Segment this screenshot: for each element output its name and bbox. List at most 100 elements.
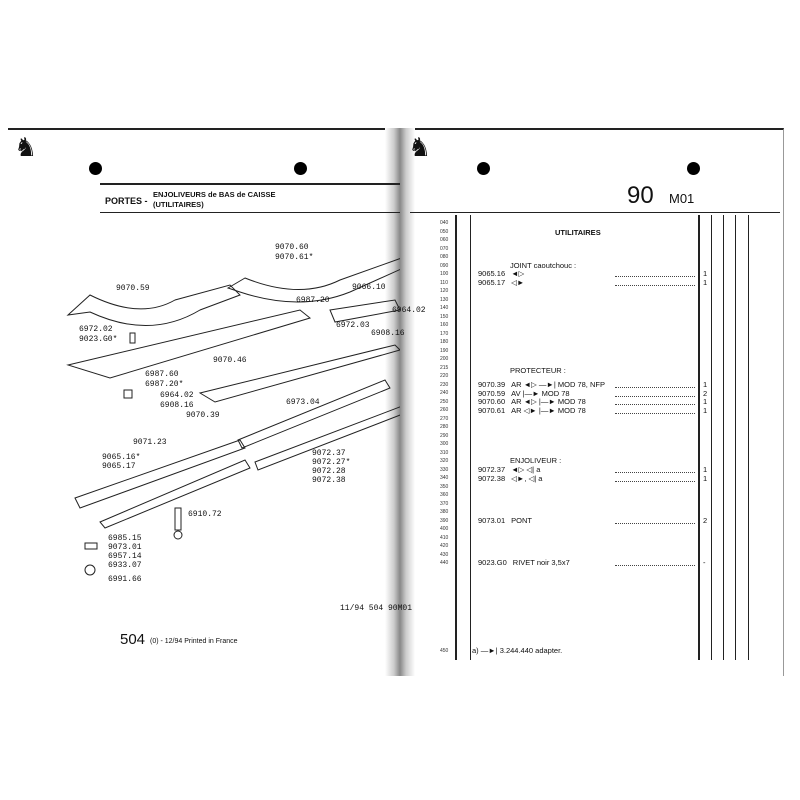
part-label: 9072.28 — [312, 467, 346, 476]
part-ref: 9070.39 — [478, 380, 506, 389]
part-ref: 9070.59 — [478, 389, 506, 398]
footnote: a) —►| 3.244.440 adapter. — [472, 646, 563, 655]
part-description: AR ◄▷ —►| MOD 78, NFP — [511, 380, 605, 389]
part-row: 9065.16◄▷ — [478, 269, 524, 278]
part-quantity: 1 — [703, 269, 708, 278]
header-rule — [100, 183, 400, 185]
line-number: 280 — [440, 424, 449, 430]
part-ref: 9073.01 — [478, 516, 506, 525]
line-number: 410 — [440, 534, 449, 541]
part-label: 6910.72 — [188, 510, 222, 519]
line-number: 440 — [440, 560, 449, 566]
line-number: 200 — [440, 356, 449, 362]
line-number: 380 — [440, 509, 449, 515]
line-number: 100 — [440, 271, 449, 277]
part-label: 6987.20* — [145, 380, 184, 389]
part-quantity: 1 — [703, 278, 708, 287]
part-ref: 9070.60 — [478, 397, 506, 406]
part-label: 6957.14 — [108, 552, 142, 561]
sill-trim-rear-lower — [254, 406, 400, 471]
column-divider — [748, 215, 749, 660]
line-number: 190 — [440, 347, 449, 354]
line-number: 290 — [440, 432, 449, 439]
right-page — [400, 128, 784, 676]
part-label: 9072.38 — [312, 476, 346, 485]
header-rule — [100, 212, 400, 213]
part-label: 6964.02 — [160, 391, 194, 400]
line-number: 150 — [440, 313, 449, 320]
bracket — [329, 299, 400, 323]
heading-protecteur: PROTECTEUR : — [510, 366, 566, 375]
line-number: 070 — [440, 245, 449, 252]
line-number: 220 — [440, 373, 449, 379]
line-number: 430 — [440, 551, 449, 558]
part-label: 6908.16 — [371, 329, 405, 338]
part-quantity: 1 — [703, 465, 708, 474]
part-label: 6987.20 — [296, 296, 330, 305]
sill-trim-long — [74, 439, 246, 509]
part-description: ◁►, ◁| a — [511, 474, 543, 483]
line-number: 180 — [440, 339, 449, 345]
part-label: 9072.27* — [312, 458, 351, 467]
heading-joint: JOINT caoutchouc : — [510, 261, 577, 270]
line-number: 450 — [440, 648, 449, 654]
part-label: 9071.23 — [133, 438, 167, 447]
part-description: PONT — [511, 516, 532, 525]
peugeot-lion-logo: ♞ — [14, 132, 38, 162]
part-label: 6964.02 — [392, 306, 426, 315]
line-number: 080 — [440, 254, 449, 260]
line-number: 390 — [440, 517, 449, 524]
line-number: 060 — [440, 237, 449, 243]
dot-leader — [615, 523, 695, 524]
protector-rear — [226, 258, 400, 303]
part-label: 9070.46 — [213, 356, 247, 365]
part-row: 9072.37◄▷ ◁| a — [478, 465, 540, 474]
line-number: 330 — [440, 466, 449, 473]
part-row: 9070.39 AR ◄▷ —►| MOD 78, NFP — [478, 380, 605, 389]
dot-leader — [615, 276, 695, 277]
rivet — [129, 332, 136, 344]
dot-leader — [615, 472, 695, 473]
line-number: 320 — [440, 458, 449, 464]
line-number: 270 — [440, 415, 449, 422]
part-label: 9073.01 — [108, 543, 142, 552]
line-number: 215 — [440, 364, 449, 371]
sill-trim-rear — [237, 379, 391, 449]
washer — [173, 530, 183, 540]
table-title: UTILITAIRES — [555, 228, 601, 237]
peugeot-lion-logo: ♞ — [408, 132, 432, 162]
line-number: 160 — [440, 322, 449, 328]
sill-cover-lower — [198, 344, 400, 403]
protector-front — [66, 284, 241, 326]
part-description: AR ◄▷ |—► MOD 78 — [511, 397, 586, 406]
part-label: 9065.17 — [102, 462, 136, 471]
line-number: 140 — [440, 305, 449, 311]
sill-cover-upper — [66, 309, 312, 379]
part-label: 9072.37 — [312, 449, 346, 458]
line-number: 230 — [440, 381, 449, 388]
part-description: ◁► — [511, 278, 525, 287]
line-number: 260 — [440, 407, 449, 413]
line-number: 420 — [440, 543, 449, 549]
line-number: 090 — [440, 262, 449, 269]
clip — [123, 389, 133, 399]
part-description: AV |—► MOD 78 — [511, 389, 570, 398]
part-quantity: 2 — [703, 516, 708, 525]
dot-leader — [615, 396, 695, 397]
dot-leader — [615, 481, 695, 482]
part-label: 6985.15 — [108, 534, 142, 543]
group-number: 90 — [627, 182, 654, 209]
part-ref: 9072.38 — [478, 474, 506, 483]
part-description: ◄▷ ◁| a — [511, 465, 541, 474]
line-number: 370 — [440, 500, 449, 507]
part-ref: 9023.G0 — [478, 558, 507, 567]
binder-hole — [477, 162, 490, 175]
line-number: 300 — [440, 441, 449, 447]
part-label: 6933.07 — [108, 561, 142, 570]
part-ref: 9065.16 — [478, 269, 506, 278]
part-row: 9072.38 ◁►, ◁| a — [478, 474, 542, 483]
line-number: 130 — [440, 296, 449, 303]
footer-model: 504 — [120, 631, 146, 648]
part-description: AR ◁► |—► MOD 78 — [511, 406, 586, 415]
